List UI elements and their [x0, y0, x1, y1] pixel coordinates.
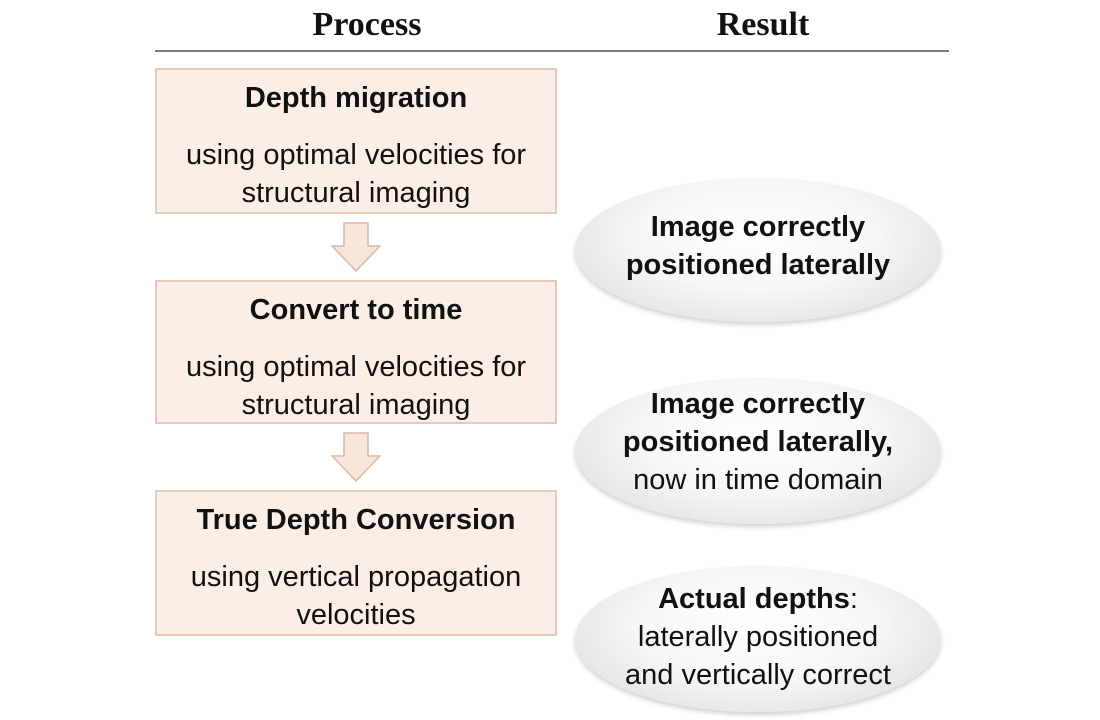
- description-line: using optimal velocities for: [185, 139, 527, 171]
- down-arrow-icon: [331, 432, 381, 482]
- description-line: velocities: [296, 599, 416, 631]
- result-lead-line: Actual depths:: [575, 580, 941, 618]
- description-line: structural imaging: [241, 389, 471, 421]
- process-step-title: Depth migration: [244, 82, 468, 114]
- result-text: Image correctly positioned laterally, no…: [575, 385, 941, 499]
- process-step-depth-migration: Depth migration using optimal velocities…: [155, 68, 557, 214]
- result-text: Actual depths: laterally positioned and …: [575, 580, 941, 694]
- result-line: positioned laterally: [625, 249, 891, 281]
- result-line: and vertically correct: [625, 659, 891, 691]
- result-lead: Actual depths: [658, 583, 850, 615]
- result-line: Image correctly: [650, 211, 866, 243]
- description-line: structural imaging: [241, 177, 471, 209]
- result-lead-suffix: :: [849, 583, 858, 615]
- process-step-title: True Depth Conversion: [196, 504, 516, 536]
- result-oval-1: Image correctly positioned laterally: [575, 178, 941, 322]
- result-line: laterally positioned: [637, 621, 879, 653]
- result-oval-3: Actual depths: laterally positioned and …: [575, 566, 941, 712]
- description-line: using vertical propagation: [190, 561, 522, 593]
- process-step-description: using vertical propagation velocities: [157, 558, 555, 634]
- result-column-header: Result: [716, 6, 810, 43]
- process-step-convert-to-time: Convert to time using optimal velocities…: [155, 280, 557, 424]
- result-line: Image correctly: [650, 388, 866, 420]
- result-oval-2: Image correctly positioned laterally, no…: [575, 378, 941, 524]
- process-step-true-depth-conversion: True Depth Conversion using vertical pro…: [155, 490, 557, 636]
- header-divider: [155, 50, 949, 52]
- result-text: Image correctly positioned laterally: [575, 208, 941, 284]
- result-line: now in time domain: [633, 464, 883, 496]
- process-step-title: Convert to time: [249, 294, 463, 326]
- description-line: using optimal velocities for: [185, 351, 527, 383]
- process-step-description: using optimal velocities for structural …: [157, 348, 555, 424]
- process-step-description: using optimal velocities for structural …: [157, 136, 555, 212]
- process-column-header: Process: [312, 6, 422, 43]
- down-arrow-icon: [331, 222, 381, 272]
- result-line: positioned laterally,: [622, 426, 894, 458]
